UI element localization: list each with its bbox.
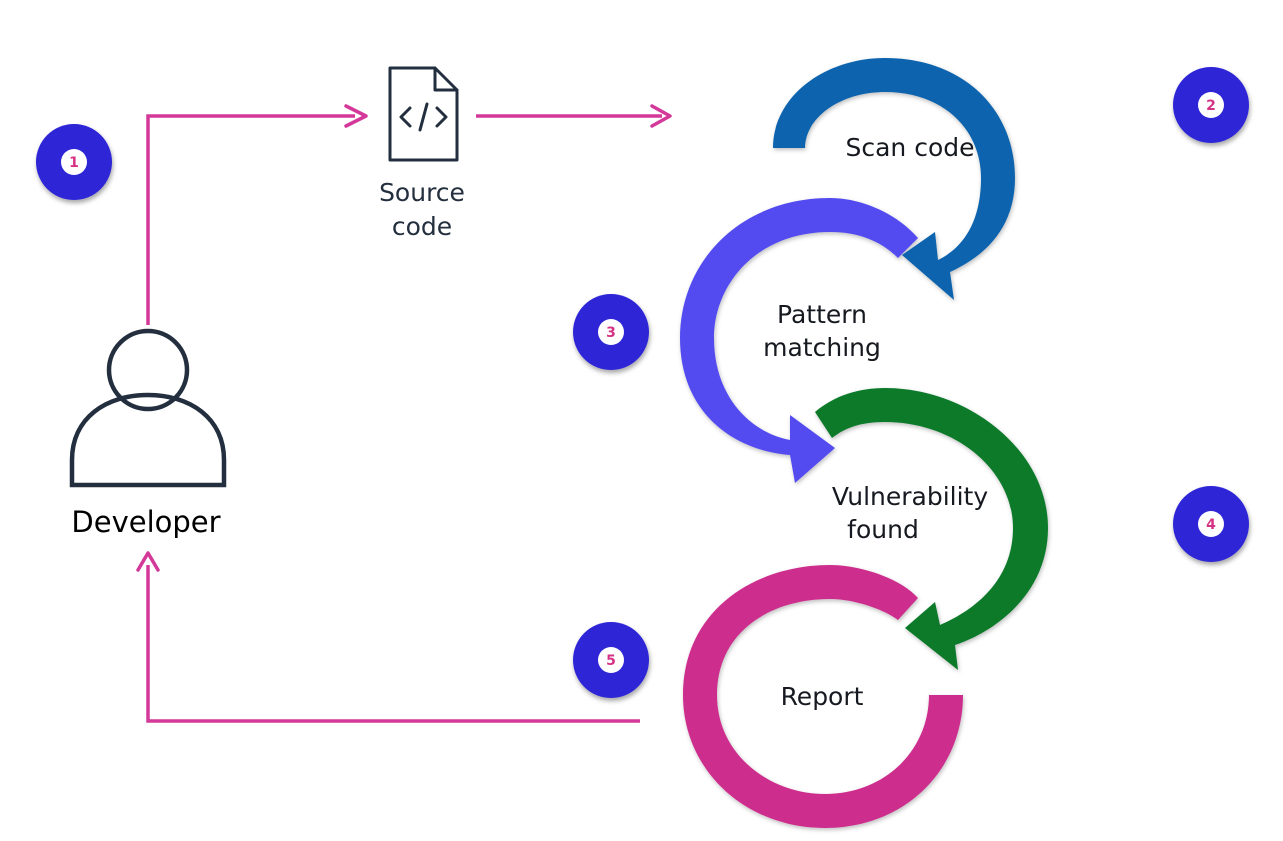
report-to-developer-connector: [146, 565, 640, 723]
step-badge-5: 5: [573, 622, 649, 698]
step-badge-3: 3: [573, 294, 649, 370]
source-code-node: Source code: [379, 66, 465, 241]
cycle-arcs: [680, 58, 1048, 828]
vuln-arc: [815, 388, 1048, 670]
code-file-icon: [388, 66, 459, 162]
pattern-arc: [680, 198, 918, 483]
badge-number-3: 3: [606, 325, 616, 341]
badge-number-5: 5: [606, 653, 616, 669]
source-to-scan-arrowhead: [650, 104, 672, 128]
developer-label: Developer: [71, 505, 220, 539]
report-to-developer-arrowhead: [136, 551, 160, 572]
developer-to-source-arrowhead: [344, 104, 368, 128]
step-badges: 1 2 3 4 5: [36, 67, 1249, 698]
step-badge-2: 2: [1173, 67, 1249, 143]
source-label-line1: Source: [379, 178, 465, 207]
scan-arc: [773, 58, 1015, 300]
source-label-line2: code: [392, 212, 452, 241]
developer-actor: Developer: [69, 328, 227, 539]
step-labels: Scan code Pattern matching Vulnerability…: [763, 133, 988, 711]
vuln-label-line1: Vulnerability: [832, 482, 989, 511]
user-icon: [69, 328, 227, 488]
connectors: [136, 104, 672, 723]
step-badge-1: 1: [36, 124, 112, 200]
report-label: Report: [781, 682, 864, 711]
developer-to-source-connector: [146, 114, 355, 325]
pattern-label-line2: matching: [763, 333, 881, 362]
badge-number-2: 2: [1206, 98, 1216, 114]
pattern-label-line1: Pattern: [777, 300, 867, 329]
step-badge-4: 4: [1173, 486, 1249, 562]
badge-number-1: 1: [69, 155, 79, 171]
badge-number-4: 4: [1206, 517, 1216, 533]
scan-label: Scan code: [845, 133, 974, 162]
vuln-label-line2: found: [847, 515, 919, 544]
